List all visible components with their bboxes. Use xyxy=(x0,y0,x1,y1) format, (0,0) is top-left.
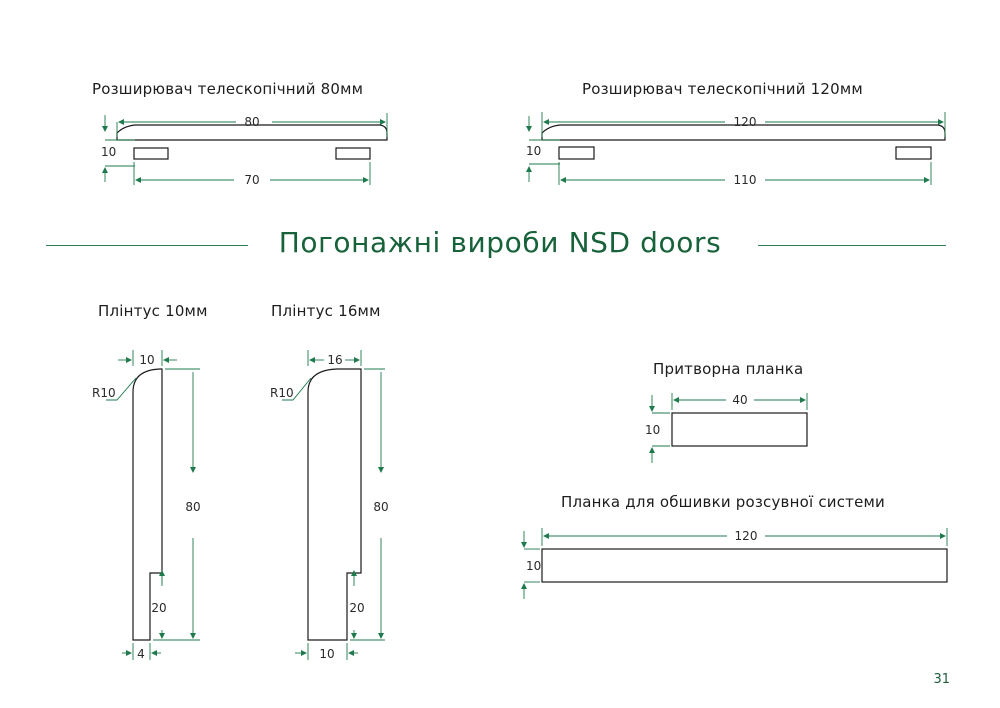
plinth10-profile xyxy=(132,368,163,641)
stop-strip-dim-width: 40 xyxy=(732,393,747,407)
plinth16-dim-radius: R10 xyxy=(270,386,294,400)
plinth16-dim-height: 80 xyxy=(373,500,388,514)
slide-strip-dim-height: 10 xyxy=(526,559,541,573)
slide-strip-dim-width: 120 xyxy=(735,529,758,543)
plinth10-dims xyxy=(106,350,200,660)
plinth10-dim-notch-height: 20 xyxy=(151,601,166,615)
plinth16-dim-notch-height: 20 xyxy=(349,601,364,615)
plinth10-dim-height: 80 xyxy=(185,500,200,514)
page-number: 31 xyxy=(933,672,950,687)
page-title: Погонажні вироби NSD doors xyxy=(278,226,722,259)
plinth16-profile xyxy=(307,368,362,641)
ext80-profile xyxy=(116,124,388,160)
plinth10-dim-notch-width: 4 xyxy=(137,647,145,661)
ext120-profile xyxy=(541,124,946,160)
ext120-dim-height: 10 xyxy=(526,144,541,158)
slide-strip-profile xyxy=(541,548,948,583)
title-rule-right xyxy=(758,245,946,246)
plinth10-label: Плінтус 10мм xyxy=(98,302,208,320)
ext120-dim-top: 120 xyxy=(734,115,757,129)
stop-strip-dims xyxy=(649,393,808,463)
plinth16-dim-width: 16 xyxy=(327,353,342,367)
stop-strip-profile xyxy=(671,412,808,447)
ext120-dims xyxy=(526,112,946,185)
slide-strip-label: Планка для обшивки розсувної системи xyxy=(561,493,885,511)
ext80-dim-height: 10 xyxy=(101,145,116,159)
plinth10-dim-radius: R10 xyxy=(92,386,116,400)
ext80-dims xyxy=(102,113,388,185)
ext120-label: Розширювач телескопічний 120мм xyxy=(582,80,863,98)
stop-strip-label: Притворна планка xyxy=(653,360,804,378)
stop-strip-dim-height: 10 xyxy=(645,423,660,437)
title-rule-left xyxy=(46,245,248,246)
plinth10-dim-width: 10 xyxy=(139,353,154,367)
slide-strip-dims xyxy=(521,528,948,599)
ext80-dim-top: 80 xyxy=(244,115,259,129)
ext80-dim-bottom: 70 xyxy=(244,173,259,187)
ext120-dim-bottom: 110 xyxy=(734,173,757,187)
ext80-label: Розширювач телескопічний 80мм xyxy=(92,80,364,98)
plinth16-label: Плінтус 16мм xyxy=(271,302,381,320)
plinth16-dim-bottom: 10 xyxy=(319,647,334,661)
plinth16-dims xyxy=(282,350,385,660)
